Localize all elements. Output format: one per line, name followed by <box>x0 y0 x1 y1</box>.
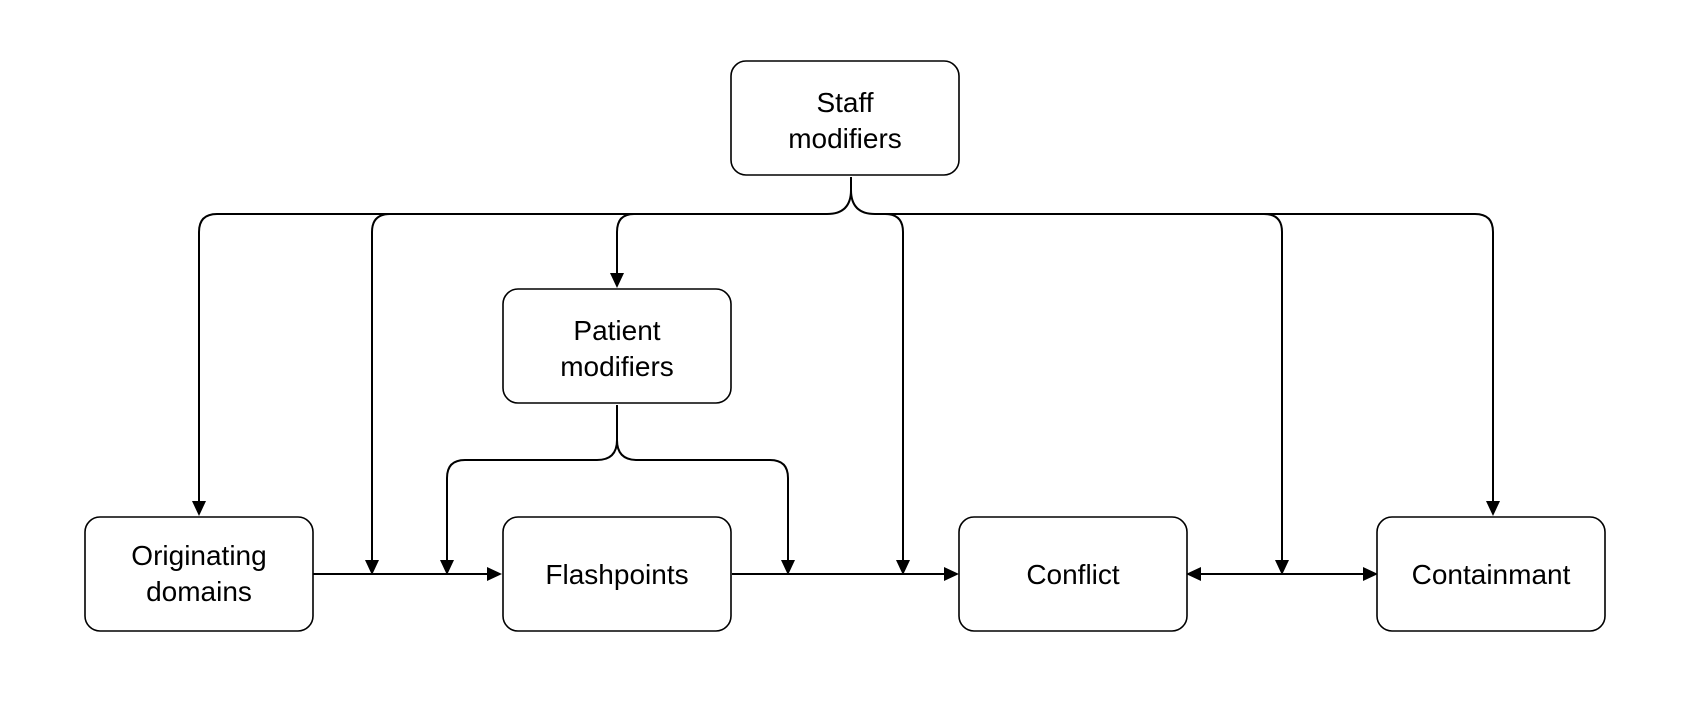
node-box <box>502 288 732 404</box>
arrowhead-down-patient-link-2 <box>781 560 795 575</box>
arrowhead-down-staff-link-3 <box>1275 560 1289 575</box>
edge-staff-right-trunk <box>850 189 1494 508</box>
node-label-line-1: Originating <box>131 540 266 571</box>
node-box <box>730 60 960 176</box>
edge-staff-to-originating-flash-link <box>371 213 391 568</box>
node-conflict: Conflict <box>958 516 1188 632</box>
node-label: Containmant <box>1412 559 1571 590</box>
arrowhead-down-patient <box>610 273 624 288</box>
edge-patient-left-branch <box>446 405 618 568</box>
node-label-line-2: modifiers <box>560 351 674 382</box>
node-box <box>84 516 314 632</box>
arrowhead-down-containmant <box>1486 501 1500 516</box>
arrowhead-right-containmant <box>1363 567 1378 581</box>
node-containmant: Containmant <box>1376 516 1606 632</box>
node-label-line-2: modifiers <box>788 123 902 154</box>
edge-staff-to-patient-modifiers <box>616 213 635 280</box>
connectors <box>198 177 1494 575</box>
node-label: Flashpoints <box>545 559 688 590</box>
edge-staff-to-flash-conflict-link <box>884 213 904 568</box>
arrowheads <box>192 273 1500 581</box>
edge-staff-to-conflict-containmant-link <box>1263 213 1283 568</box>
node-originating-domains: Originating domains <box>84 516 314 632</box>
node-box <box>502 516 732 632</box>
node-staff-modifiers: Staff modifiers <box>730 60 960 176</box>
node-box <box>1376 516 1606 632</box>
edge-staff-trunk <box>198 177 852 508</box>
arrowhead-right-flashpoints <box>487 567 502 581</box>
arrowhead-down-staff-link-2 <box>896 560 910 575</box>
node-label-line-2: domains <box>146 576 252 607</box>
arrowhead-down-patient-link-1 <box>440 560 454 575</box>
arrowhead-left-conflict <box>1186 567 1201 581</box>
edge-patient-right-branch <box>616 439 789 568</box>
node-box <box>958 516 1188 632</box>
arrowhead-down-staff-link-1 <box>365 560 379 575</box>
node-patient-modifiers: Patient modifiers <box>502 288 732 404</box>
arrowhead-down-originating <box>192 501 206 516</box>
node-label: Conflict <box>1026 559 1120 590</box>
node-label-line-1: Staff <box>816 87 873 118</box>
node-label-line-1: Patient <box>573 315 660 346</box>
node-flashpoints: Flashpoints <box>502 516 732 632</box>
arrowhead-right-conflict <box>944 567 959 581</box>
